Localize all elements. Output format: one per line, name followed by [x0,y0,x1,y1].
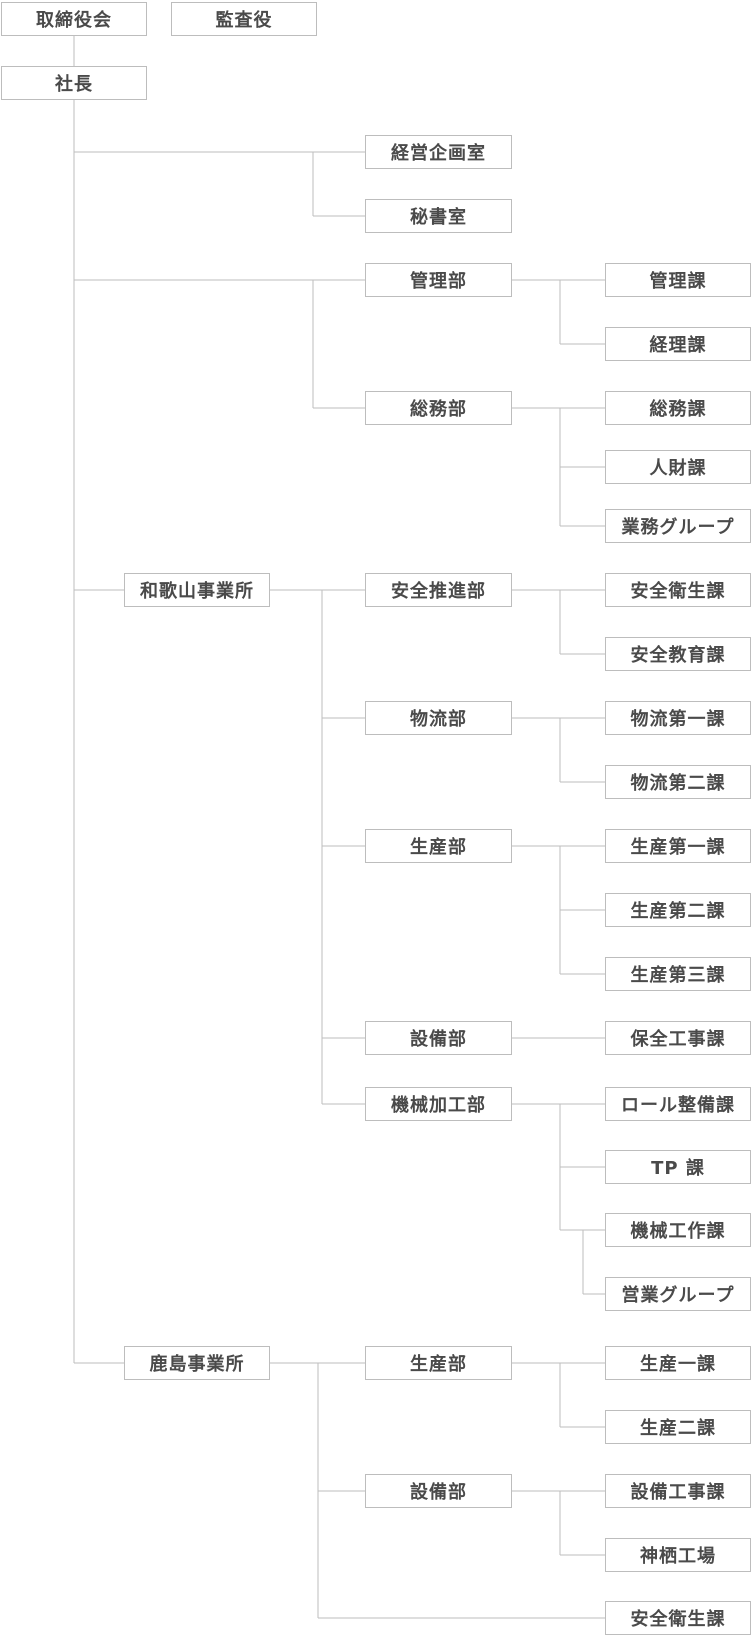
kashima-production-section-2: 生産二課 [605,1410,751,1444]
secretary-office: 秘書室 [365,199,512,233]
logistics-section-2: 物流第二課 [605,765,751,799]
machine-works-section: 機械工作課 [605,1213,751,1247]
sales-group: 営業グループ [605,1277,751,1311]
kashima-production-section-1: 生産一課 [605,1346,751,1380]
production-section-2: 生産第二課 [605,893,751,927]
kamisu-plant: 神栖工場 [605,1538,751,1572]
safety-education-section: 安全教育課 [605,637,751,671]
logistics-department: 物流部 [365,701,512,735]
kanri-section: 管理課 [605,263,751,297]
facilities-department: 設備部 [365,1021,512,1055]
president: 社長 [1,66,147,100]
accounting-section: 経理課 [605,327,751,361]
somu-section: 総務課 [605,391,751,425]
board-of-directors: 取締役会 [1,2,147,36]
hr-section: 人財課 [605,450,751,484]
production-department: 生産部 [365,829,512,863]
roll-maintenance-section: ロール整備課 [605,1087,751,1121]
auditor: 監査役 [171,2,317,36]
facility-works-section: 設備工事課 [605,1474,751,1508]
wakayama-office: 和歌山事業所 [124,573,270,607]
logistics-section-1: 物流第一課 [605,701,751,735]
maintenance-works-section: 保全工事課 [605,1021,751,1055]
somu-department: 総務部 [365,391,512,425]
operations-group: 業務グループ [605,509,751,543]
corporate-planning-office: 経営企画室 [365,135,512,169]
tp-section: TP 課 [605,1150,751,1184]
safety-health-section: 安全衛生課 [605,573,751,607]
safety-promotion-department: 安全推進部 [365,573,512,607]
kashima-office: 鹿島事業所 [124,1346,270,1380]
kashima-facilities-department: 設備部 [365,1474,512,1508]
kanri-department: 管理部 [365,263,512,297]
production-section-1: 生産第一課 [605,829,751,863]
production-section-3: 生産第三課 [605,957,751,991]
machining-department: 機械加工部 [365,1087,512,1121]
kashima-safety-health-section: 安全衛生課 [605,1601,751,1635]
kashima-production-department: 生産部 [365,1346,512,1380]
